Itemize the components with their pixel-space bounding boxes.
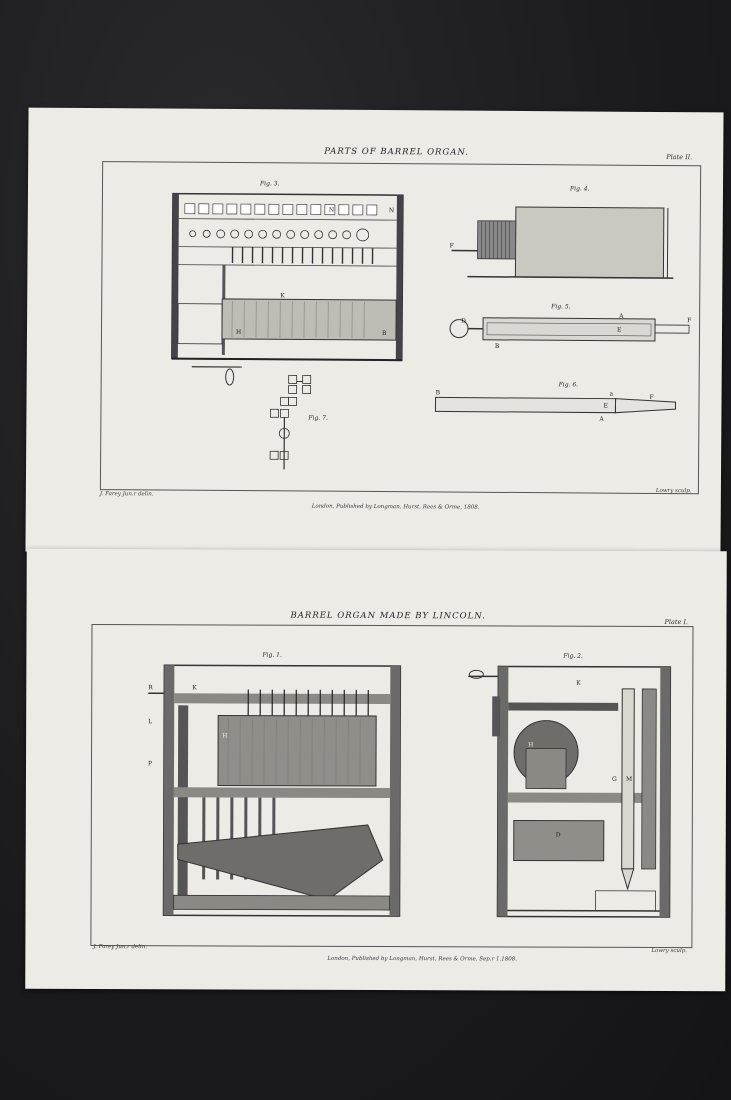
svg-text:A: A: [598, 416, 604, 423]
svg-text:E: E: [617, 327, 621, 334]
delineator-credit: J. Farey Jun.r delin.: [99, 491, 154, 498]
fig-1-barrel-organ-front-drawing: R L P K H: [148, 664, 402, 917]
svg-text:K: K: [192, 684, 197, 691]
publisher-line: London, Published by Longman, Hurst, Ree…: [327, 955, 517, 963]
fig-5-pallet-drawing: D B E A F: [449, 313, 691, 350]
fig-3-barrel-organ-front-drawing: K N N B H: [171, 192, 404, 386]
figure-label: Fig. 5.: [551, 303, 571, 311]
svg-text:a: a: [610, 391, 614, 398]
plate-title: BARREL ORGAN MADE BY LINCOLN.: [290, 610, 486, 622]
svg-text:L: L: [148, 718, 152, 725]
svg-text:P: P: [148, 760, 152, 767]
plate-number: Plate I.: [664, 618, 689, 627]
svg-text:K: K: [576, 680, 581, 687]
engraver-credit: Lowry sculp.: [655, 487, 692, 495]
delineator-credit: J. Farey Jun.r delin.: [93, 944, 148, 951]
figure-label: Fig. 2.: [563, 652, 583, 660]
engraving-sheet-plate-2: PARTS OF BARREL ORGAN. Plate II. J. Fare…: [25, 107, 724, 557]
svg-text:H: H: [528, 742, 533, 749]
publisher-line: London, Published by Longman, Hurst, Ree…: [311, 503, 480, 511]
engraving-sheet-plate-1: BARREL ORGAN MADE BY LINCOLN. Plate I. J…: [25, 548, 727, 992]
svg-text:B: B: [495, 343, 500, 350]
svg-text:M: M: [626, 776, 632, 783]
fig-4-barrel-drawing: F: [450, 206, 674, 279]
svg-text:E: E: [603, 403, 607, 410]
svg-text:F: F: [450, 243, 454, 250]
plate-title: PARTS OF BARREL ORGAN.: [324, 146, 470, 158]
fig-2-barrel-organ-side-drawing: H K G M D: [468, 665, 672, 918]
fig-6-key-drawing: B E a F A: [434, 389, 677, 423]
figure-label: Fig. 1.: [262, 651, 282, 659]
engraver-credit: Lowry sculp.: [651, 947, 688, 955]
svg-text:D: D: [461, 318, 466, 325]
figure-label: Fig. 4.: [569, 185, 590, 193]
fig-7-stop-drawing: [269, 374, 312, 470]
svg-text:N: N: [329, 207, 334, 214]
svg-text:F: F: [650, 394, 654, 401]
svg-text:B: B: [382, 330, 387, 337]
plate-number: Plate II.: [666, 153, 693, 162]
svg-text:H: H: [236, 329, 241, 336]
svg-text:F: F: [687, 317, 691, 324]
svg-text:R: R: [148, 684, 153, 691]
svg-text:B: B: [436, 389, 441, 396]
svg-text:H: H: [222, 732, 227, 739]
svg-text:N: N: [389, 207, 394, 214]
svg-text:K: K: [280, 292, 285, 299]
svg-text:D: D: [556, 832, 561, 839]
svg-text:G: G: [612, 776, 617, 783]
svg-text:A: A: [618, 313, 624, 320]
figure-label: Fig. 3.: [260, 180, 280, 188]
